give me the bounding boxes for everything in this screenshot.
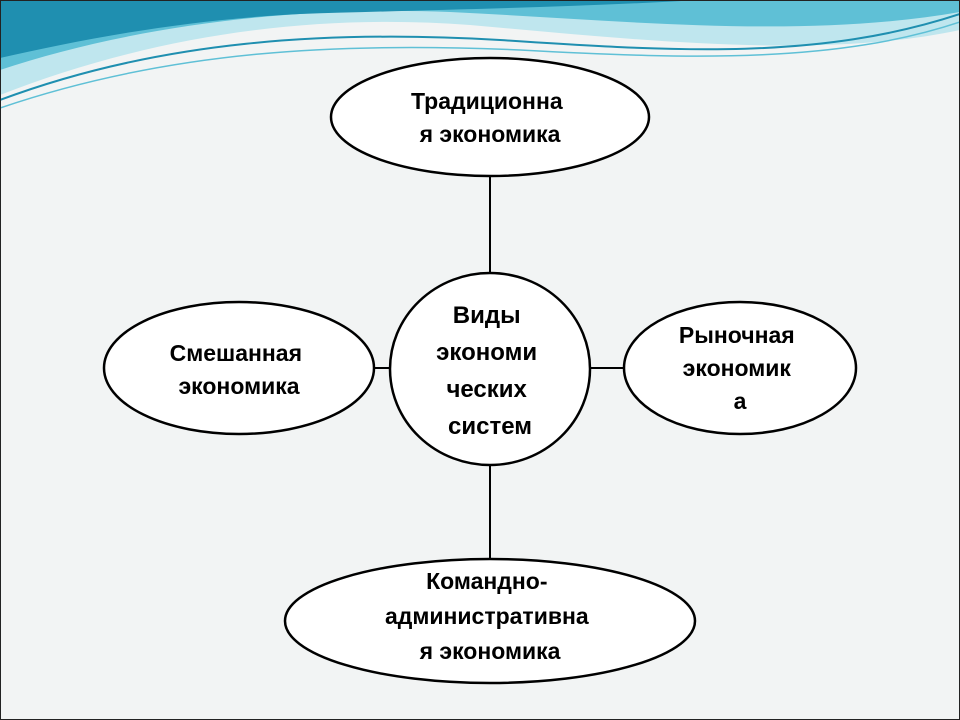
- node-mixed-economy: Смешанная экономика: [102, 300, 376, 436]
- svg-text:Традиционна я экономик: Традиционна я экономика: [411, 88, 569, 147]
- node-command-line-2: административна: [385, 603, 589, 629]
- node-mixed-line-2: экономика: [178, 373, 299, 399]
- svg-text:Смешанная экономика: Смешанная экономика: [170, 340, 309, 399]
- node-traditional-line-1: Традиционна: [411, 88, 563, 114]
- node-market-economy: Рыночная экономик а: [622, 300, 858, 436]
- node-market-line-2: экономик: [683, 355, 792, 381]
- node-command-line-1: Командно-: [426, 568, 547, 594]
- node-center-line-1: Виды: [453, 302, 521, 329]
- svg-text:Рыночная экономик: Рыночная экономик а: [679, 322, 801, 414]
- node-center-line-4: систем: [448, 413, 532, 440]
- node-economic-systems-types: Виды экономи ческих систем: [388, 271, 592, 467]
- node-traditional-line-2: я экономика: [419, 121, 561, 147]
- node-traditional-economy: Традиционна я экономика: [329, 56, 651, 178]
- node-center-line-3: ческих: [446, 376, 527, 403]
- node-mixed-line-1: Смешанная: [170, 340, 302, 366]
- header-waves-decoration: [0, 0, 960, 109]
- node-command-economy: Командно- административна я экономика: [283, 557, 697, 685]
- svg-text:Виды экономи ч: Виды экономи ческих систем: [436, 302, 544, 440]
- node-market-line-1: Рыночная: [679, 322, 795, 348]
- node-market-line-3: а: [734, 388, 747, 414]
- node-command-line-3: я экономика: [419, 638, 561, 664]
- svg-text:Командно- администрати: Командно- административна я экономика: [385, 568, 595, 664]
- node-center-line-2: экономи: [436, 339, 537, 366]
